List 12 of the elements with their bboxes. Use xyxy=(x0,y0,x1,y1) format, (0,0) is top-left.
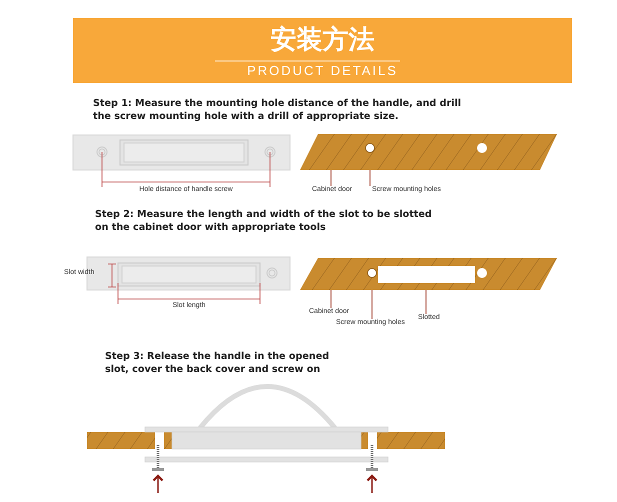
step-instruction: Step 1: Measure the mounting hole distance of the handle, and drill the screw mounting hole with a drill of appropriate size. xyxy=(93,97,462,123)
slot-opening xyxy=(378,266,475,283)
mounting-hole xyxy=(365,143,375,153)
subtitle-text: PRODUCT DETAILS xyxy=(246,63,399,79)
cabinet-door-panel xyxy=(300,134,557,170)
title-text: 安装方法 xyxy=(270,24,376,56)
cabinet-door-panel xyxy=(300,258,557,290)
mounting-hole xyxy=(367,268,377,278)
step-instruction: Step 2: Measure the length and width of the slot to be slotted on the cabinet door with appropriate tools xyxy=(95,208,433,234)
leader-line xyxy=(330,290,332,308)
leader-line xyxy=(330,170,332,186)
step-instruction: Step 3: Release the handle in the opened slot, cover the back cover and screw on xyxy=(105,350,330,376)
